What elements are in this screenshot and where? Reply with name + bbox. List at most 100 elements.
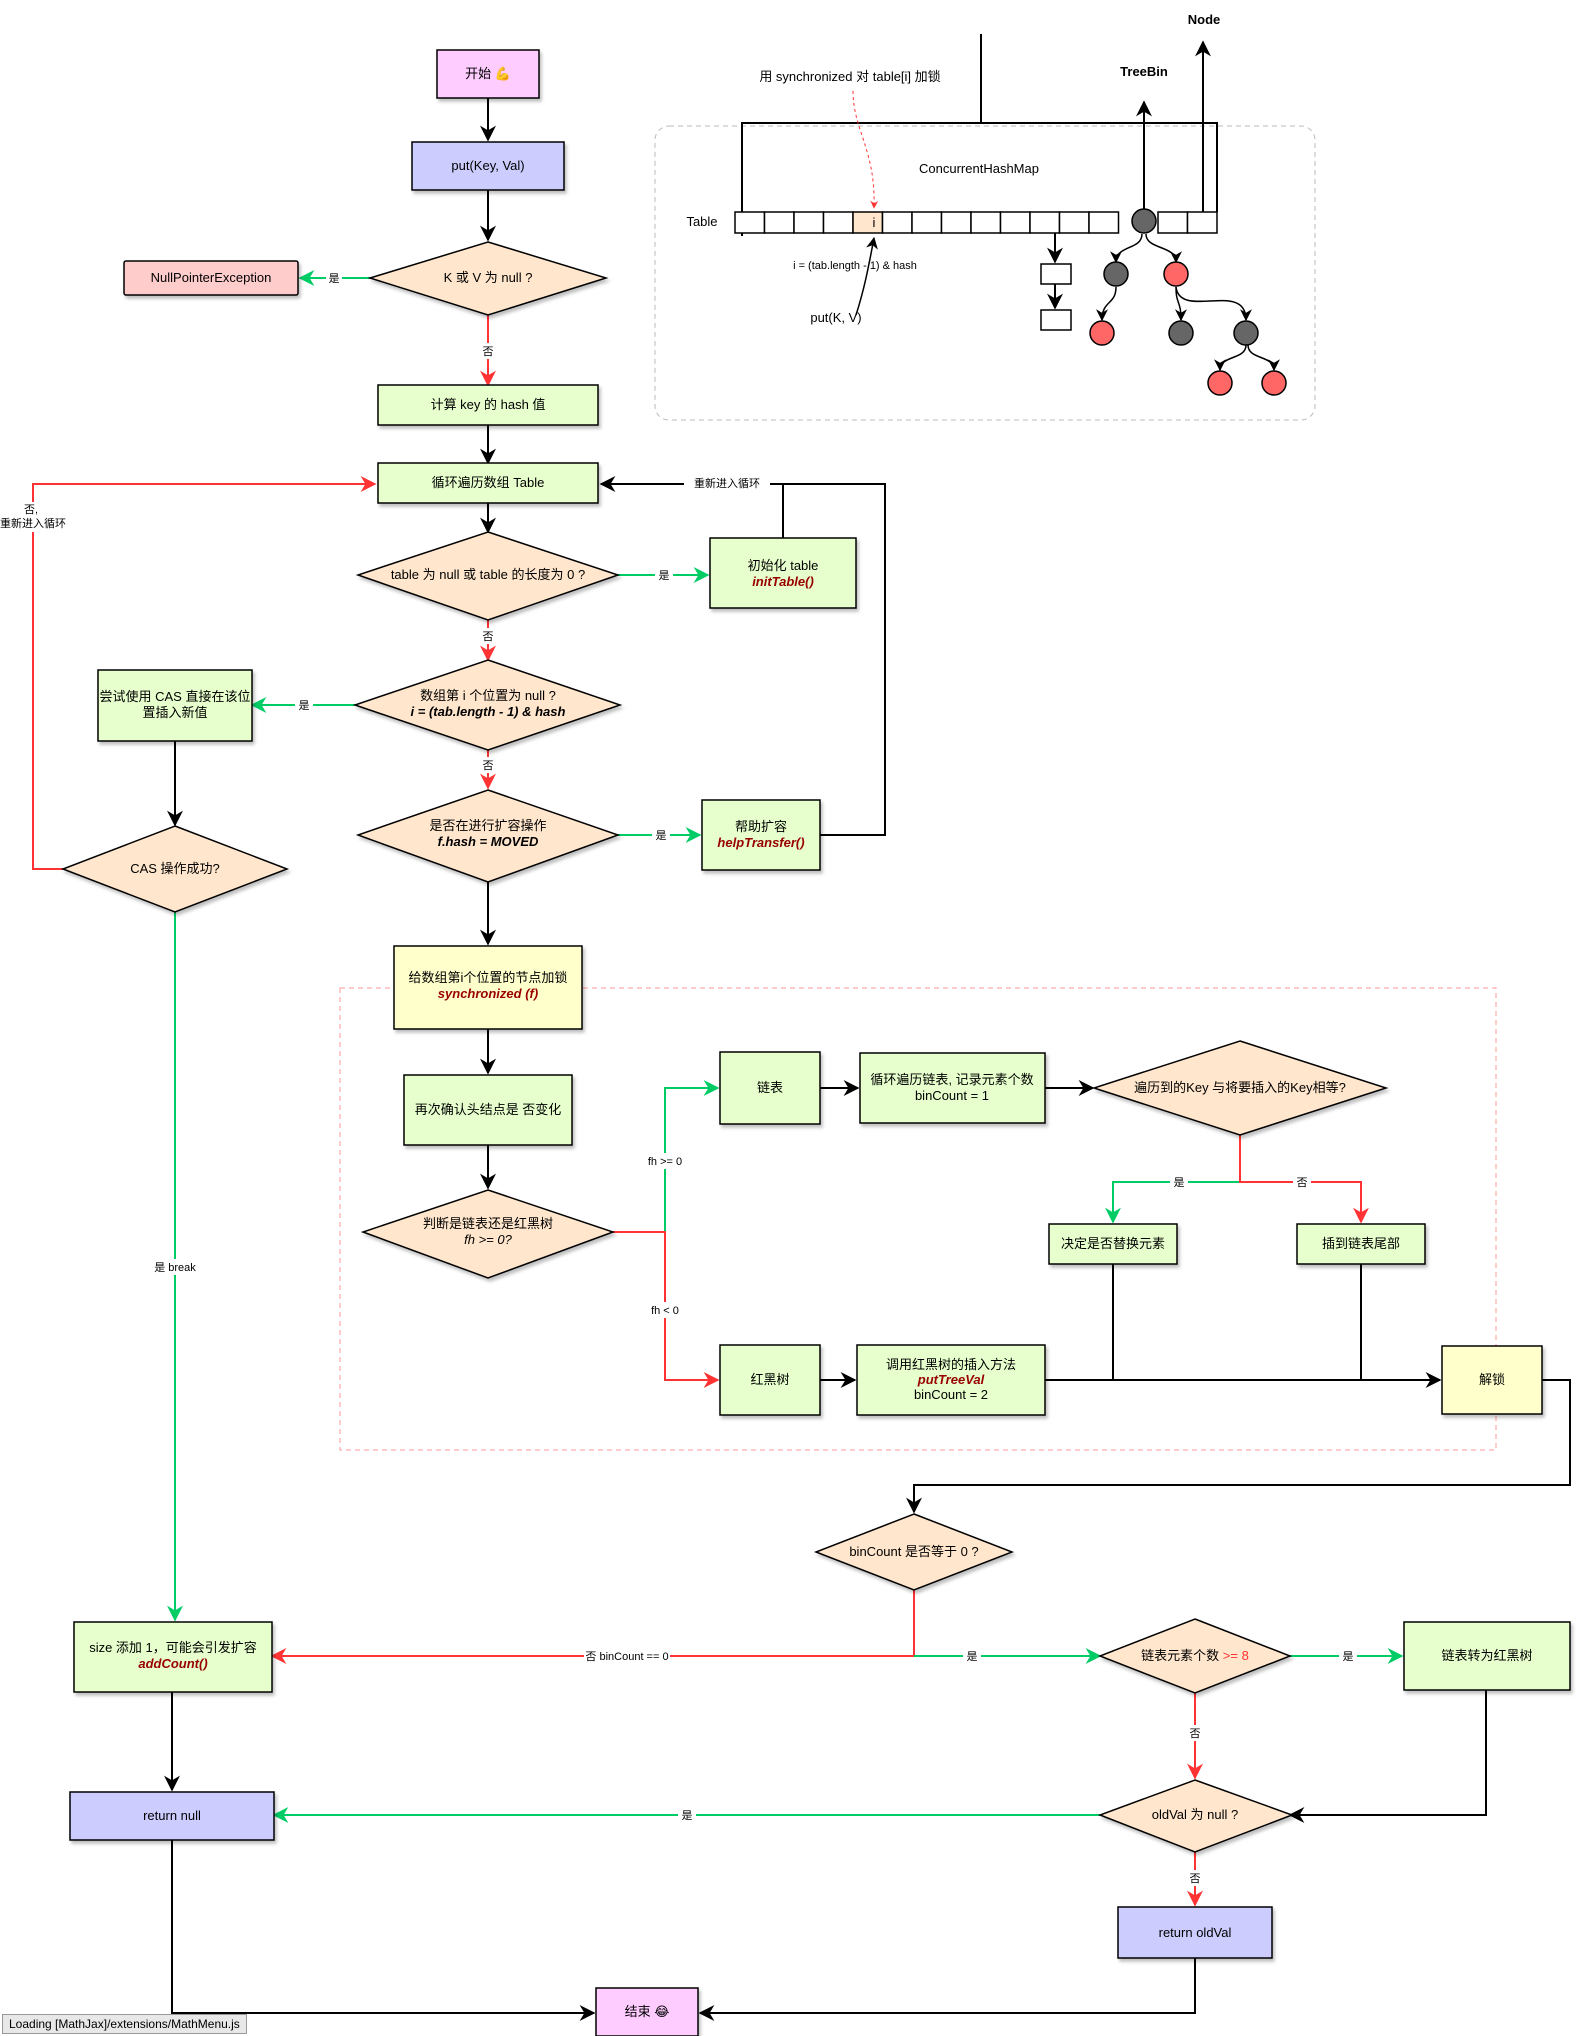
table-cell (734, 211, 766, 234)
label-bincount-yes: 是 (967, 1650, 978, 1663)
start-label: 开始 💪 (465, 66, 511, 81)
init-table-node[interactable] (709, 537, 857, 609)
label-cas-no-2: 重新进入循环 (0, 516, 66, 530)
lock-region-frame (339, 987, 1497, 1451)
kv-null-decision[interactable] (367, 241, 609, 316)
init-table-label: 初始化 table (748, 558, 819, 573)
list-length-label: 链表元素个数 >= 8 (1141, 1648, 1249, 1663)
list-length-prefix: 链表元素个数 (1141, 1648, 1223, 1663)
label-cas-no-1: 否, (24, 504, 38, 516)
recheck-node[interactable] (403, 1074, 573, 1146)
index-expr: i = (tab.length - 1) & hash (793, 260, 917, 272)
put-node[interactable] (411, 141, 565, 191)
list-or-tree-expr: fh >= 0? (464, 1232, 512, 1247)
key-equal-decision[interactable] (1091, 1040, 1389, 1136)
cas-insert-label-1: 尝试使用 CAS 直接在该位 (100, 689, 251, 704)
cas-ok-label: CAS 操作成功? (130, 861, 220, 876)
end-label: 结束 😂 (625, 2004, 670, 2019)
table-cell (1088, 211, 1120, 234)
add-count-fn: addCount() (138, 1656, 207, 1671)
table-cell (822, 211, 854, 234)
table-cell (970, 211, 1002, 234)
insert-tail-node[interactable] (1296, 1223, 1426, 1265)
resizing-decision[interactable] (355, 789, 621, 883)
lock-fn: synchronized (f) (438, 986, 538, 1001)
table-cell (763, 211, 795, 234)
treebin-label: TreeBin (1120, 64, 1168, 79)
label-oldval-no: 否 (1190, 1873, 1201, 1885)
label-cas-yes-break: 是 break (154, 1261, 196, 1274)
return-oldval-node[interactable] (1117, 1906, 1273, 1959)
table-cell (1029, 211, 1061, 234)
edge-labels: 是 否 是 重新进入循环 否 是 否 是 否, 重新进入循环 是 break f… (0, 270, 1357, 1886)
status-bar: Loading [MathJax]/extensions/MathMenu.js (2, 2014, 247, 2034)
table-label: Table (686, 214, 717, 229)
treeify-node[interactable] (1403, 1621, 1571, 1691)
label-kv-no: 否 (483, 346, 494, 358)
slot-null-expr: i = (tab.length - 1) & hash (411, 704, 566, 719)
table-empty-label: table 为 null 或 table 的长度为 0 ? (391, 567, 585, 582)
label-table-yes: 是 (659, 569, 670, 582)
unlock-label: 解锁 (1479, 1372, 1505, 1387)
cas-ok-decision[interactable] (60, 825, 290, 913)
tree-insert-label-1: 调用红黑树的插入方法 (886, 1357, 1016, 1372)
table-cell (1157, 211, 1189, 234)
table-cell-i (852, 211, 884, 234)
help-transfer-node[interactable] (701, 799, 821, 871)
recheck-label: 再次确认头结点是 否变化 (415, 1102, 562, 1117)
rb-tree-node[interactable] (719, 1344, 821, 1416)
label-table-no: 否 (483, 631, 494, 643)
label-slot-yes: 是 (299, 699, 310, 712)
tree-insert-node[interactable] (856, 1344, 1046, 1416)
cas-insert-node[interactable] (97, 669, 253, 742)
help-transfer-label: 帮助扩容 (735, 819, 787, 834)
slot-null-decision[interactable] (352, 659, 623, 751)
list-or-tree-label: 判断是链表还是红黑树 (423, 1216, 553, 1231)
start-node[interactable] (436, 49, 540, 99)
loop-table-node[interactable] (377, 462, 599, 504)
node-texts: 开始 💪 put(Key, Val) K 或 V 为 null ? NullPo… (89, 66, 1532, 2019)
structure-frame (654, 125, 1316, 421)
bincount-zero-decision[interactable] (813, 1513, 1015, 1591)
loop-list-label-2: binCount = 1 (915, 1088, 989, 1103)
oldval-null-label: oldVal 为 null ? (1152, 1807, 1238, 1822)
list-length-decision[interactable] (1097, 1618, 1293, 1694)
return-oldval-label: return oldVal (1159, 1925, 1232, 1940)
linked-list-node[interactable] (719, 1051, 821, 1125)
help-transfer-fn: helpTransfer() (717, 835, 804, 850)
lock-node[interactable] (393, 945, 583, 1030)
loop-list-label-1: 循环遍历链表, 记录元素个数 (870, 1072, 1033, 1087)
table-cell (881, 211, 913, 234)
return-null-node[interactable] (69, 1791, 275, 1841)
decide-replace-label: 决定是否替换元素 (1061, 1236, 1165, 1251)
decide-replace-node[interactable] (1048, 1223, 1178, 1265)
label-fh-lt0: fh < 0 (651, 1305, 679, 1317)
table-empty-decision[interactable] (355, 531, 621, 621)
slot-null-label: 数组第 i 个位置为 null ? (420, 688, 556, 703)
end-node[interactable] (595, 1987, 699, 2036)
lock-note: 用 synchronized 对 table[i] 加锁 (759, 69, 940, 84)
label-kv-yes: 是 (329, 272, 340, 285)
label-key-yes: 是 (1174, 1176, 1185, 1189)
nodes (60, 49, 1571, 2036)
insert-tail-label: 插到链表尾部 (1322, 1236, 1400, 1251)
oldval-null-decision[interactable] (1097, 1779, 1295, 1853)
table-cells (734, 211, 1218, 234)
label-reenter: 重新进入循环 (694, 476, 760, 490)
npe-label: NullPointerException (151, 270, 272, 285)
concurrenthashmap-illustration: ConcurrentHashMap Table i 用 synchronized… (686, 12, 1287, 396)
put-kv-label: put(K, V) (810, 310, 861, 325)
bincount-zero-label: binCount 是否等于 0 ? (849, 1544, 978, 1559)
list-length-threshold: >= 8 (1223, 1648, 1249, 1663)
label-listlen-yes: 是 (1343, 1650, 1354, 1663)
list-or-tree-decision[interactable] (360, 1189, 616, 1279)
add-count-node[interactable] (73, 1621, 273, 1693)
unlock-node[interactable] (1441, 1345, 1543, 1415)
label-key-no: 否 (1297, 1177, 1308, 1189)
label-fh-ge0: fh >= 0 (648, 1156, 682, 1168)
calc-hash-node[interactable] (377, 384, 599, 426)
npe-node[interactable] (123, 260, 299, 296)
table-cell (911, 211, 943, 234)
loop-list-node[interactable] (859, 1052, 1046, 1124)
